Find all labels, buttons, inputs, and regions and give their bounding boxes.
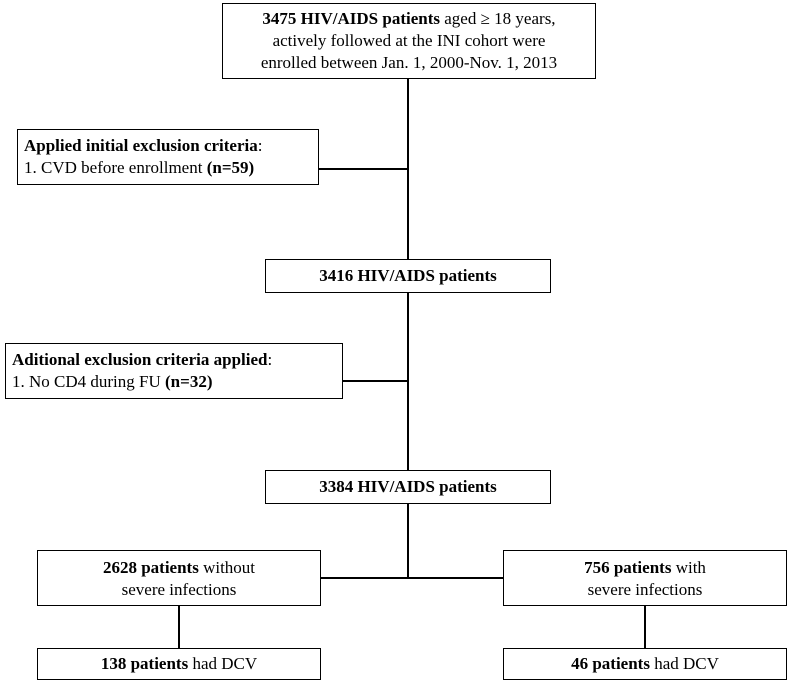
exclusion1-item: 1. CVD before enrollment (n=59) [24,158,255,177]
without-severe-line-2: severe infections [121,580,237,599]
exclusion2-box: Aditional exclusion criteria applied: 1.… [5,343,343,399]
connector-exclusion1 [319,168,408,170]
connector-without-severe-to-dcv [178,606,180,648]
exclusion2-item: 1. No CD4 during FU (n=32) [12,372,213,391]
without-severe-dcv-box: 138 patients had DCV [37,648,321,680]
with-severe-dcv-box: 46 patients had DCV [503,648,787,680]
after-exclusion2-label: 3384 HIV/AIDS patients [319,477,497,496]
without-severe-line-1: 2628 patients without [102,558,256,577]
enrolled-box: 3475 HIV/AIDS patients aged ≥ 18 years, … [222,3,596,79]
connector-3416-to-3384 [407,293,409,470]
after-exclusion1-box: 3416 HIV/AIDS patients [265,259,551,293]
with-severe-line-2: severe infections [587,580,703,599]
exclusion2-heading: Aditional exclusion criteria applied: [12,350,273,369]
enrolled-line-2: actively followed at the INI cohort were [272,31,546,50]
enrolled-line-1: 3475 HIV/AIDS patients aged ≥ 18 years, [262,9,556,28]
exclusion1-heading: Applied initial exclusion criteria: [24,136,263,155]
enrolled-line-3: enrolled between Jan. 1, 2000-Nov. 1, 20… [260,53,558,72]
without-severe-box: 2628 patients without severe infections [37,550,321,606]
with-severe-line-1: 756 patients with [584,558,706,577]
after-exclusion1-label: 3416 HIV/AIDS patients [319,266,497,285]
connector-with-severe-to-dcv [644,606,646,648]
connector-exclusion2 [343,380,408,382]
with-severe-box: 756 patients with severe infections [503,550,787,606]
exclusion1-box: Applied initial exclusion criteria: 1. C… [17,129,319,185]
connector-branch [321,577,503,579]
connector-3384-to-branch [407,504,409,578]
after-exclusion2-box: 3384 HIV/AIDS patients [265,470,551,504]
